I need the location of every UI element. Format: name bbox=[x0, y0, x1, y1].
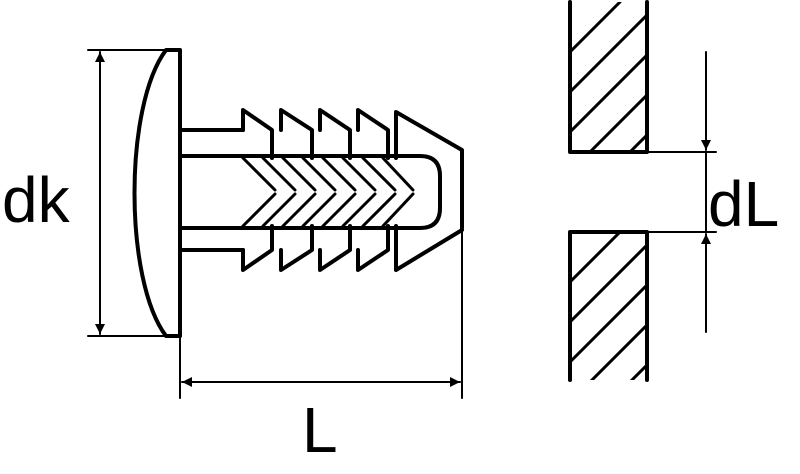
panel-hatching-bottom bbox=[570, 232, 647, 380]
length-dimension: L bbox=[179, 231, 463, 466]
panel-hatching-top bbox=[570, 2, 647, 152]
pin-slot bbox=[178, 154, 442, 230]
dk-dimension: dk bbox=[2, 49, 173, 337]
rivet-shank bbox=[178, 128, 245, 252]
dl-label: dL bbox=[708, 168, 779, 240]
slot-hatching bbox=[241, 156, 415, 228]
panel-top bbox=[568, 0, 649, 154]
dl-dimension: dL bbox=[646, 51, 779, 333]
lower-barbs bbox=[241, 224, 464, 272]
panel-bottom bbox=[568, 230, 649, 382]
length-label: L bbox=[302, 394, 338, 466]
push-rivet-fastener bbox=[132, 48, 464, 338]
panel-section bbox=[568, 0, 649, 382]
rivet-head bbox=[132, 48, 182, 338]
dk-label: dk bbox=[2, 164, 71, 236]
upper-barbs bbox=[241, 108, 464, 230]
